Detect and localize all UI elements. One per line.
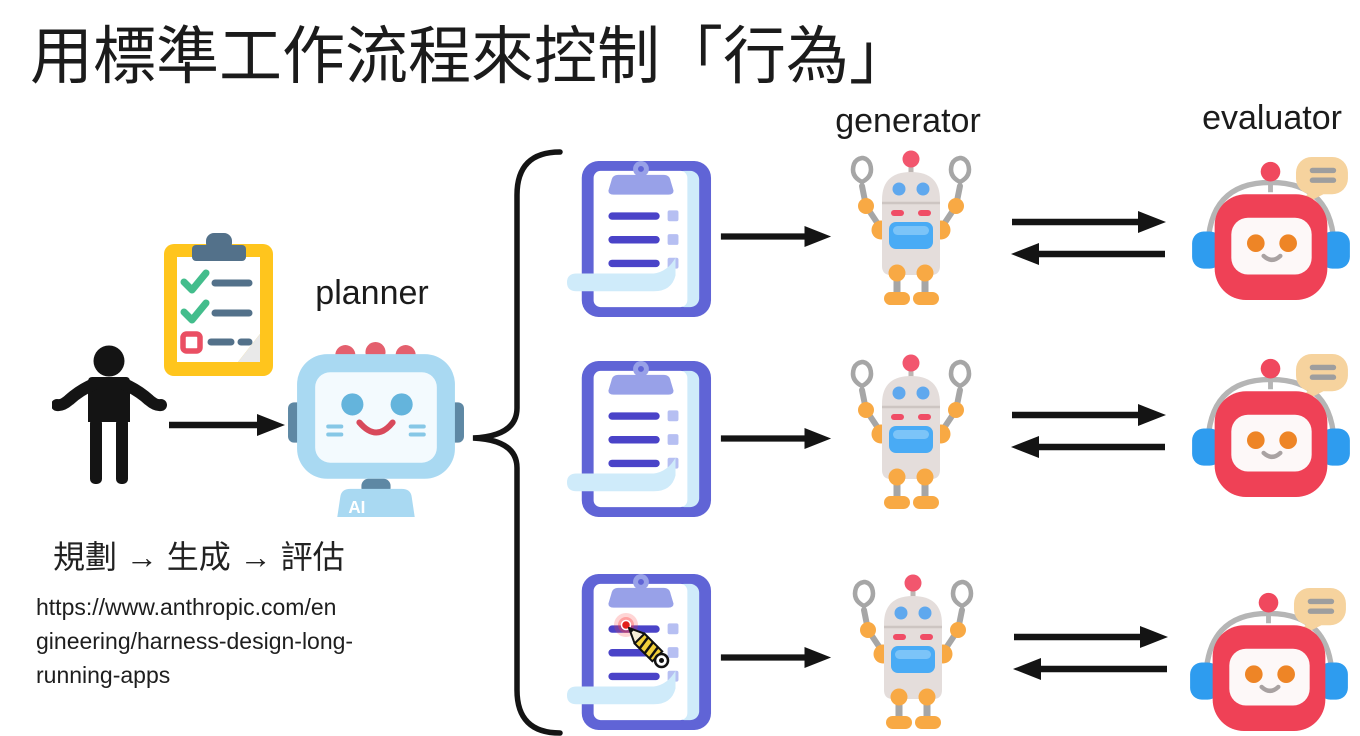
source-url-line: https://www.anthropic.com/en — [36, 594, 337, 620]
task-clipboard-icon — [565, 359, 713, 519]
generator-robot-icon — [836, 146, 986, 306]
checklist-clipboard-icon — [161, 231, 276, 379]
arrow-right-icon — [719, 645, 833, 670]
evaluator-label: evaluator — [1202, 99, 1342, 137]
planner-robot-icon — [288, 336, 464, 517]
exchange-arrows-icon — [1010, 209, 1167, 267]
generator-label: generator — [835, 102, 981, 140]
source-url-line: gineering/harness-design-long- — [36, 628, 354, 654]
person-icon — [52, 344, 167, 494]
arrow-right-icon — [167, 412, 287, 438]
evaluator-robot-icon — [1190, 155, 1352, 302]
arrow-right-icon — [719, 224, 833, 249]
exchange-arrows-icon — [1010, 402, 1167, 460]
pencil-cursor-icon — [612, 610, 672, 680]
generator-robot-icon — [836, 350, 986, 510]
exchange-arrows-icon — [1012, 624, 1169, 682]
task-clipboard-icon — [565, 159, 713, 319]
source-url-line: running-apps — [36, 662, 171, 688]
slide-title: 用標準工作流程來控制「行為」 — [30, 22, 912, 92]
generator-robot-icon — [838, 570, 988, 730]
evaluator-robot-icon — [1190, 352, 1352, 499]
source-url: https://www.anthropic.com/en gineering/h… — [36, 590, 353, 692]
arrow-right-icon — [719, 426, 833, 451]
planner-label: planner — [315, 274, 429, 312]
brace-icon — [472, 149, 563, 736]
evaluator-robot-icon — [1188, 586, 1350, 733]
flow-text: 規劃 → 生成 → 評估 — [53, 539, 345, 575]
